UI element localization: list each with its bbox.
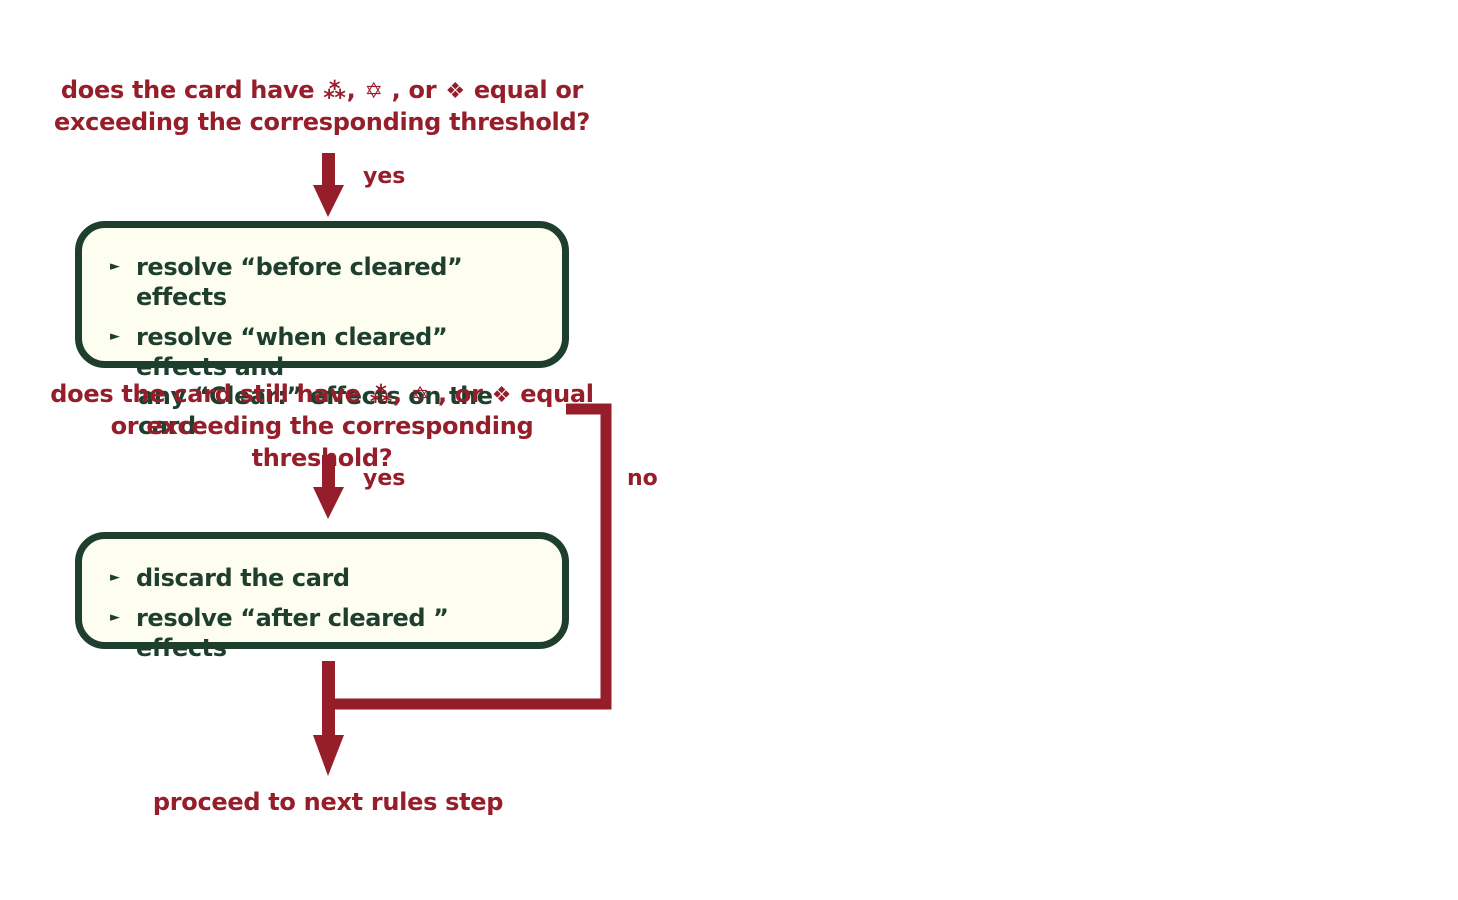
triad-stat-icon: ⁂ bbox=[323, 79, 346, 104]
edge-label-yes-1: yes bbox=[363, 164, 406, 189]
bullet-icon: ► bbox=[110, 329, 120, 344]
list-item: ► resolve “after cleared ” effects bbox=[110, 603, 542, 663]
diamond-stat-icon: ❖ bbox=[445, 79, 465, 104]
box-1-item-2-line-2: any “Clear:” effects on the card bbox=[138, 382, 493, 440]
question-1-text-d: equal or bbox=[473, 76, 584, 104]
list-item: ► resolve “when cleared” effects and any… bbox=[110, 322, 542, 441]
question-2-text-a: does the card still have bbox=[50, 380, 361, 408]
star-stat-icon: ✡ bbox=[364, 79, 383, 104]
clear-effects-box: ► resolve “before cleared” effects ► res… bbox=[75, 221, 569, 440]
edge-label-yes-2: yes bbox=[363, 466, 406, 491]
arrow-head-1 bbox=[313, 185, 344, 217]
discard-box: ► discard the card ► resolve “after clea… bbox=[75, 532, 569, 662]
bullet-icon: ► bbox=[110, 259, 120, 274]
bullet-icon: ► bbox=[110, 570, 120, 585]
question-1: does the card have ⁂, ✡ , or ❖ equal or … bbox=[40, 74, 604, 138]
triad-stat-icon: ⁂ bbox=[369, 383, 393, 408]
box-1-item-1-text: resolve “before cleared” effects bbox=[136, 253, 463, 311]
question-2-text-c: , or bbox=[438, 380, 483, 408]
list-item: ► resolve “before cleared” effects bbox=[110, 252, 542, 312]
question-1-line-2: exceeding the corresponding threshold? bbox=[54, 108, 590, 136]
question-1-text-b: , bbox=[346, 76, 356, 104]
final-step-label: proceed to next rules step bbox=[152, 788, 504, 816]
arrow-head-3 bbox=[313, 735, 344, 776]
question-2: does the card still have ⁂, ✡ , or ❖ equ… bbox=[40, 378, 604, 474]
arrow-shaft-2 bbox=[322, 455, 335, 489]
question-2-line-2: or exceeding the corresponding threshold… bbox=[110, 412, 534, 472]
box-1-item-2-line-1: resolve “when cleared” effects and bbox=[136, 323, 448, 381]
question-1-line-1: does the card have ⁂, ✡ , or ❖ equal or bbox=[40, 74, 604, 106]
box-2-item-1-text: discard the card bbox=[136, 564, 350, 592]
question-2-line-1: does the card still have ⁂, ✡ , or ❖ equ… bbox=[40, 378, 604, 410]
no-branch-line bbox=[335, 403, 612, 710]
question-1-text-c: , or bbox=[391, 76, 437, 104]
arrow-head-2 bbox=[313, 487, 344, 519]
question-2-text-d: equal bbox=[520, 380, 594, 408]
question-1-text-a: does the card have bbox=[60, 76, 315, 104]
arrow-shaft-3 bbox=[322, 661, 335, 737]
diamond-stat-icon: ❖ bbox=[491, 383, 512, 408]
star-stat-icon: ✡ bbox=[410, 383, 429, 408]
bullet-icon: ► bbox=[110, 610, 120, 625]
question-2-text-b: , bbox=[392, 380, 402, 408]
edge-label-no: no bbox=[627, 466, 658, 491]
box-2-item-2-text: resolve “after cleared ” effects bbox=[136, 604, 449, 662]
list-item: ► discard the card bbox=[110, 563, 542, 593]
arrow-shaft-1 bbox=[322, 153, 335, 187]
